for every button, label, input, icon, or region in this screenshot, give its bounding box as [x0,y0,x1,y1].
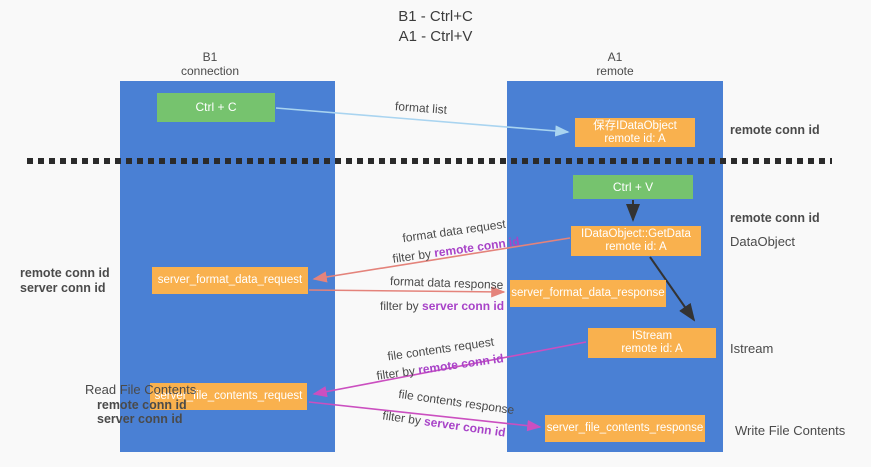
server-conn-id-text: server conn id [422,299,505,313]
ctrl-c-node: Ctrl + C [157,93,275,122]
istream-side-label: Istream [730,341,774,356]
istream-node: IStream remote id: A [588,328,716,358]
right-column-header: A1 remote [510,50,720,78]
server-format-data-response-node: server_format_data_response [510,280,666,307]
filter-by-text: filter by [375,363,420,383]
format-data-response-filter-label: filter by server conn id [380,299,504,313]
server-format-data-request-label: server_format_data_request [157,274,303,286]
write-file-contents-label: Write File Contents [735,423,846,438]
server-conn-id-text: server conn id [423,414,507,440]
save-dataobject-line2: remote id: A [604,132,666,145]
right-remote-conn-id-top-label: remote conn id [730,123,820,137]
getdata-line2: remote id: A [605,241,667,253]
save-dataobject-node: 保存IDataObject remote id: A [575,118,695,147]
server-file-contents-request-label: server_file_contents_request [154,390,303,402]
left-remote-conn-id-label: remote conn id [20,266,110,280]
istream-line1: IStream [631,330,673,342]
server-format-data-request-node: server_format_data_request [152,267,308,294]
format-list-label: format list [394,99,448,117]
filter-by-text: filter by [380,299,423,313]
save-dataobject-line1: 保存IDataObject [593,119,677,132]
diagram-title-line2: A1 - Ctrl+V [398,28,473,45]
ctrl-c-label: Ctrl + C [195,100,237,114]
phase-separator-dashed-line [27,158,832,164]
getdata-line1: IDataObject::GetData [581,228,691,240]
ctrl-v-label: Ctrl + V [612,179,654,194]
left-server-conn-id-label2: server conn id [97,412,183,426]
right-column-name: A1 [607,50,623,64]
getdata-node: IDataObject::GetData remote id: A [571,226,701,256]
ctrl-v-node: Ctrl + V [573,175,693,199]
server-file-contents-request-node: server_file_contents_request [150,383,307,410]
format-data-response-label: format data response [389,274,504,292]
left-column-name: B1 [202,50,218,64]
read-file-contents-label: Read File Contents [85,382,197,397]
server-format-data-response-label: server_format_data_response [511,287,665,299]
server-file-contents-response-node: server_file_contents_response [545,415,705,442]
right-column-subtitle: remote [596,64,634,78]
filter-by-text: filter by [381,408,426,429]
left-remote-conn-id-label2: remote conn id [97,398,187,412]
left-column-subtitle: connection [180,64,240,78]
filter-by-text: filter by [391,246,436,266]
left-server-conn-id-label: server conn id [20,281,106,295]
istream-line2: remote id: A [621,343,683,355]
right-remote-conn-id-mid-label: remote conn id [730,211,820,225]
dataobject-label: DataObject [730,234,796,249]
server-file-contents-response-label: server_file_contents_response [546,422,704,434]
left-column-header: B1 connection [105,50,315,78]
diagram-title-line1: B1 - Ctrl+C [398,8,473,25]
